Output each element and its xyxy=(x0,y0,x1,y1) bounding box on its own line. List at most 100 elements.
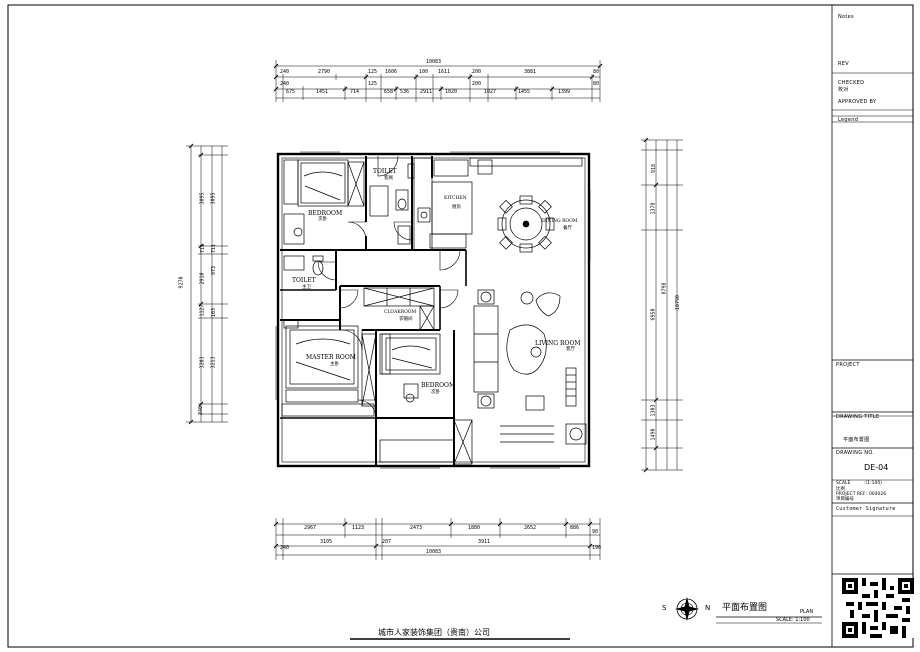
dim-top-row2: 1399 xyxy=(558,89,571,95)
compass-south: S xyxy=(662,604,667,612)
room-bedroom-bot: BEDROOM xyxy=(421,382,456,389)
room-toilet-mid-cn: 主卫 xyxy=(302,285,311,290)
dim-top-row2: 240 xyxy=(280,81,290,87)
dim-bottom-row1: 2967 xyxy=(304,525,317,531)
dim-left-row1: 240 xyxy=(198,405,205,416)
dim-top-row1: 200 xyxy=(472,69,482,75)
toilet-top-fixtures xyxy=(369,163,415,245)
dim-bottom-row1: 1880 xyxy=(468,525,481,531)
dim-top-row1: 2790 xyxy=(318,69,331,75)
living-room-furniture xyxy=(473,289,587,445)
room-dining: DINING ROOM xyxy=(542,219,578,224)
windows xyxy=(275,151,591,469)
scale-label: SCALE xyxy=(836,481,851,486)
room-kitchen-cn: 厨房 xyxy=(452,205,461,210)
dim-left-row2: 973 xyxy=(211,265,218,276)
dim-top-row1: 100 xyxy=(419,69,429,75)
company-name: 城市人家装饰集团（贵南）公司 xyxy=(378,628,490,637)
dim-top-total: 10083 xyxy=(426,59,442,65)
scale-cn-label: 比例 xyxy=(836,487,845,492)
north-arrow-icon xyxy=(675,597,699,621)
master-bedroom-furniture xyxy=(281,325,377,417)
room-bedroom-top-cn: 次卧 xyxy=(318,217,327,222)
dim-bottom-row2: 3911 xyxy=(478,539,491,545)
dim-top-row2: 1027 xyxy=(484,89,497,95)
dim-top-row2: 200 xyxy=(472,81,482,87)
dim-right-row1: 6950 xyxy=(650,308,657,321)
dim-top-row1: 1606 xyxy=(385,69,398,75)
notes-label: Notes xyxy=(838,14,854,20)
dining-table xyxy=(497,195,555,253)
dim-bottom-row1: 2652 xyxy=(524,525,537,531)
dim-right-row1: 1490 xyxy=(650,428,657,441)
dim-left-total: 9270 xyxy=(178,276,185,289)
checked-label: CHECKED xyxy=(838,80,865,86)
dim-right-total: 10790 xyxy=(675,294,682,311)
dim-left-row2: 711 xyxy=(211,243,218,254)
dim-top-row2: 658 xyxy=(384,89,394,95)
room-master-cn: 主卧 xyxy=(330,362,339,367)
dim-bottom-total: 10083 xyxy=(426,549,442,555)
dim-top-row2: 2911 xyxy=(420,89,433,95)
top-bedroom-furniture xyxy=(283,159,365,245)
dim-left-row2: 103 xyxy=(211,307,218,318)
legend-label: Legend xyxy=(838,117,859,123)
dim-top-row2: 1451 xyxy=(316,89,329,95)
dim-left-row1: 3095 xyxy=(199,192,206,205)
room-cloakroom: CLOAKROOM xyxy=(384,310,417,315)
plan-label: PLAN xyxy=(800,609,814,615)
dim-top-row2: 675 xyxy=(286,89,296,95)
dim-bottom-row1: 1123 xyxy=(352,525,365,531)
toilet-mid-fixtures xyxy=(283,255,324,329)
room-bedroom-bot-cn: 次卧 xyxy=(431,390,440,395)
room-toilet-top-cn: 客厕 xyxy=(384,176,393,181)
dim-top-row2: 1020 xyxy=(445,89,458,95)
dimension-ticks xyxy=(188,63,659,549)
dim-top-row1: 3881 xyxy=(524,69,537,75)
drawing-title-value: 平面布置图 xyxy=(843,437,870,443)
kitchen-fixtures xyxy=(413,157,583,251)
bottom-bedroom-furniture xyxy=(379,333,473,465)
dim-top-row2: 125 xyxy=(368,81,378,87)
dim-bottom-row2: 207 xyxy=(382,539,392,545)
room-toilet-mid: TOILET xyxy=(292,277,316,284)
room-cloakroom-cn: 衣帽间 xyxy=(399,317,413,322)
dim-left-row1: 3203 xyxy=(199,356,206,369)
dim-right-row1: 1303 xyxy=(650,404,657,417)
dim-left-row1: 711 xyxy=(200,243,207,254)
project-ref-label: PROJECT REF xyxy=(836,492,866,497)
dim-left-row1: 1127 xyxy=(199,304,206,317)
dim-right-row2: 8798 xyxy=(661,282,668,295)
dim-top-row2: 714 xyxy=(350,89,360,95)
room-living: LIVING ROOM xyxy=(535,340,581,347)
dim-bottom-row2: 3105 xyxy=(320,539,333,545)
dim-right-row1: 1378 xyxy=(650,202,657,215)
approved-by-label: APPROVED BY xyxy=(838,99,877,105)
dim-top-row2: 1455 xyxy=(518,89,531,95)
dim-left-row1: 2910 xyxy=(199,272,206,285)
dim-top-row2: 80 xyxy=(593,81,600,87)
dim-top-row2: 536 xyxy=(400,89,410,95)
drawing-no-label: DRAWING NO. xyxy=(836,450,875,456)
dim-left-row2: 3095 xyxy=(210,192,217,205)
customer-signature-label: Customer Signature xyxy=(836,506,896,512)
room-master: MASTER ROOM xyxy=(306,354,356,361)
dim-bottom-row1: 90 xyxy=(592,529,599,535)
dim-top-row1: 1611 xyxy=(438,69,451,75)
project-ref-cn-label: 项目编号 xyxy=(836,497,854,502)
compass-north: N xyxy=(705,604,711,612)
qr-code-icon xyxy=(842,578,914,638)
room-living-cn: 客厅 xyxy=(566,347,575,352)
sheet-border xyxy=(7,4,914,648)
dim-right-row1: 918 xyxy=(651,163,658,174)
scale-value: :(1:100) xyxy=(864,481,882,486)
project-label: PROJECT xyxy=(836,362,860,368)
dim-top-row1: 80 xyxy=(593,69,600,75)
checked-cn-label: 校对 xyxy=(838,87,849,93)
room-toilet-top: TOILET xyxy=(373,168,397,175)
dimension-lines xyxy=(186,60,683,560)
rev-label: REV xyxy=(838,61,849,67)
dim-bottom-row2: 190 xyxy=(592,545,602,551)
